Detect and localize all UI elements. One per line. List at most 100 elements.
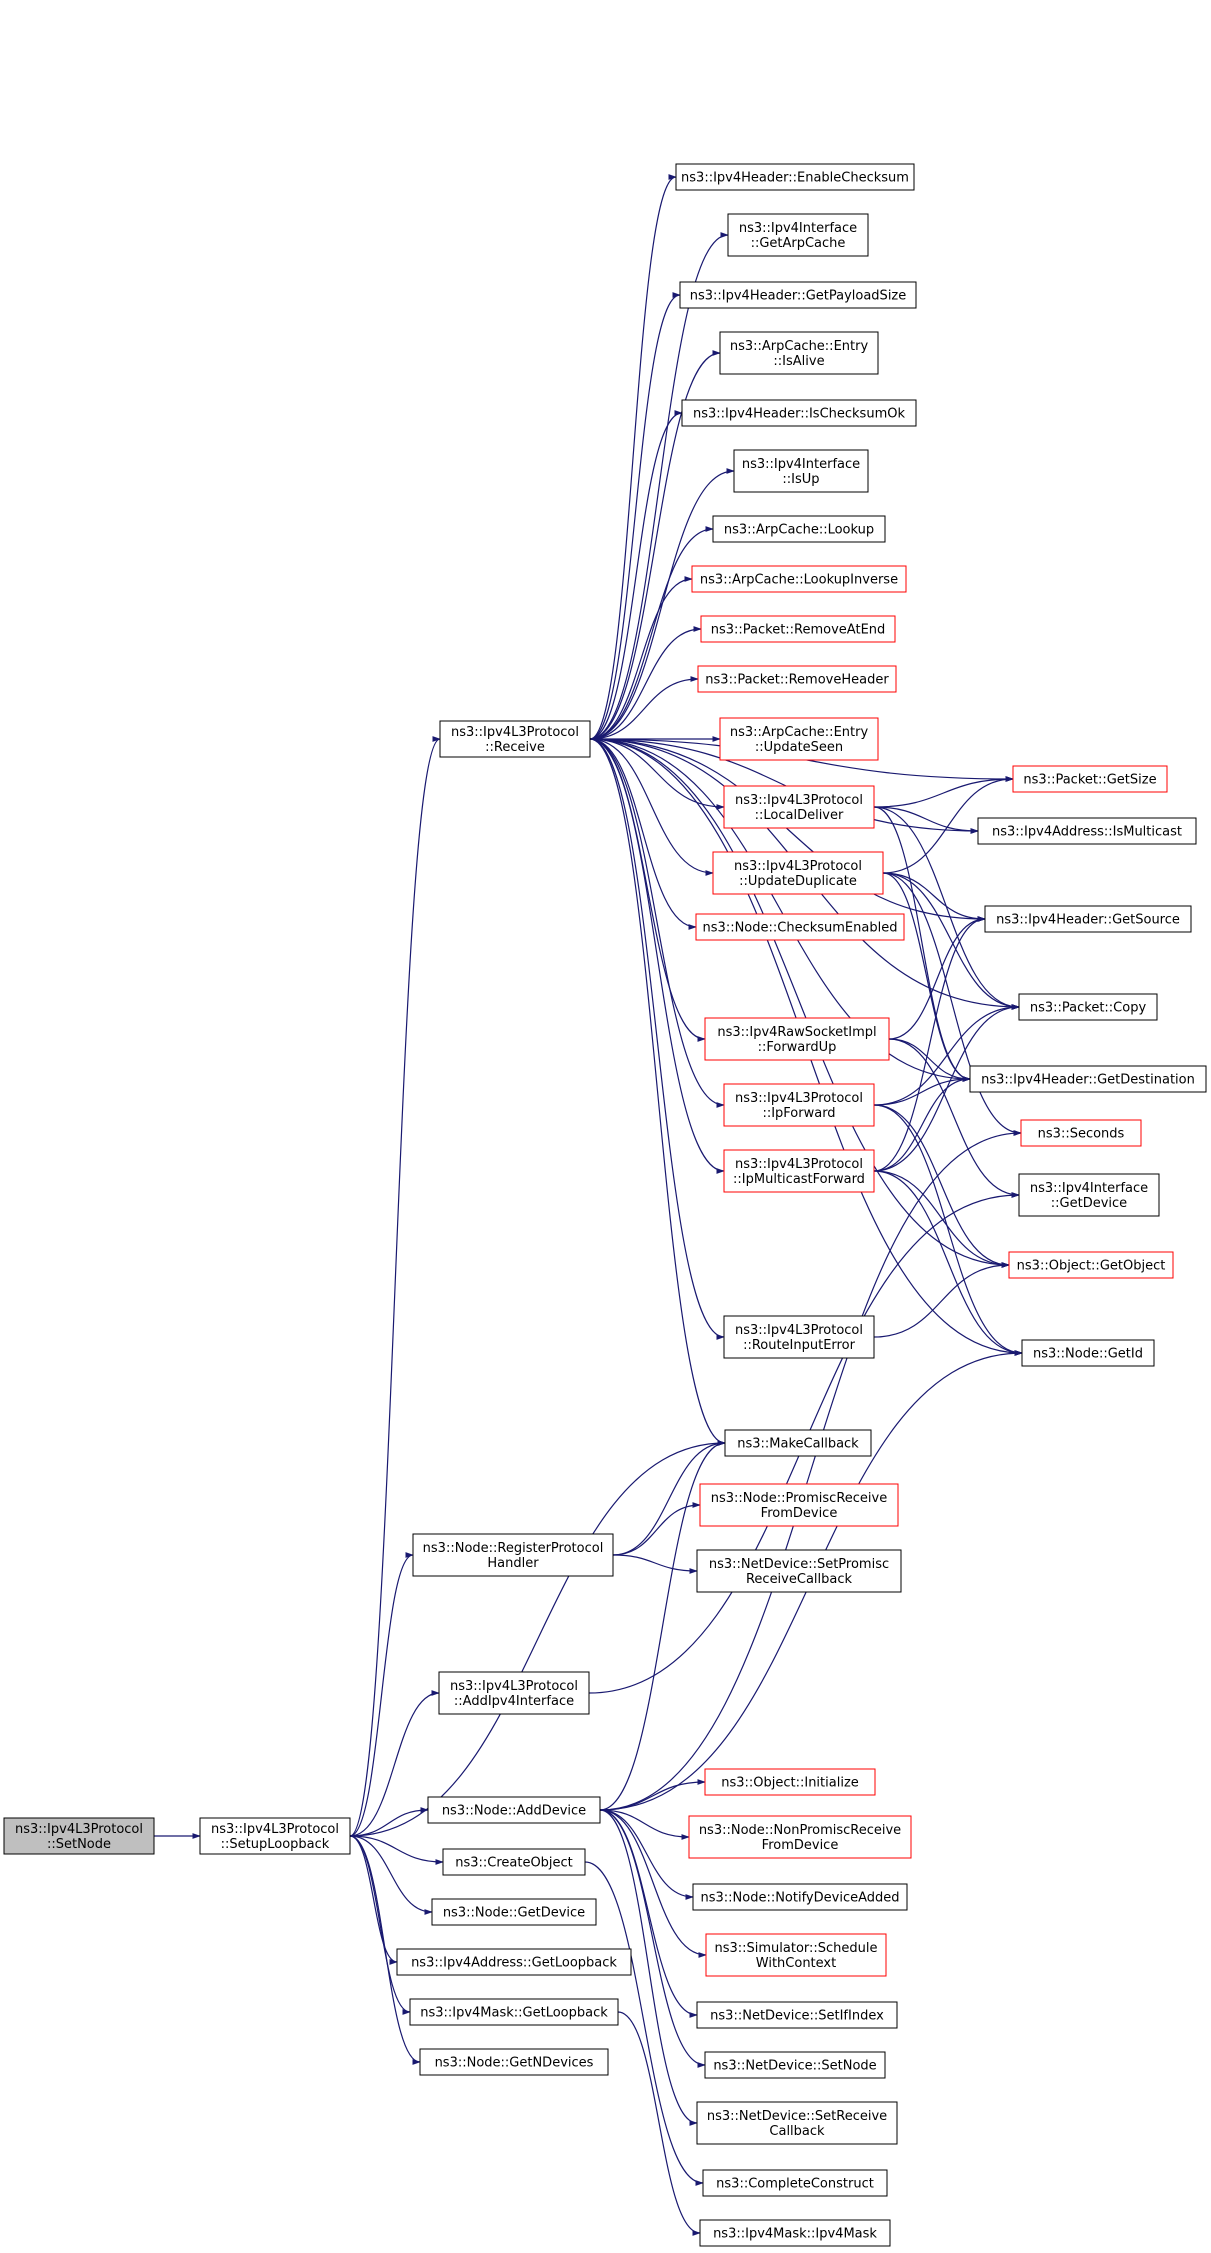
node-routeerr[interactable]: ns3::Ipv4L3Protocol::RouteInputError [723, 1315, 875, 1359]
node-box[interactable] [409, 1998, 619, 2026]
node-box[interactable] [412, 1533, 614, 1577]
node-notifyadd[interactable]: ns3::Node::NotifyDeviceAdded [692, 1883, 908, 1911]
node-getobject[interactable]: ns3::Object::GetObject [1008, 1251, 1174, 1279]
node-ismcast[interactable]: ns3::Ipv4Address::IsMulticast [977, 817, 1197, 845]
node-getsize[interactable]: ns3::Packet::GetSize [1012, 765, 1168, 793]
node-box[interactable] [431, 1898, 597, 1926]
node-box[interactable] [723, 1315, 875, 1359]
node-box[interactable] [723, 1149, 875, 1193]
node-getndev[interactable]: ns3::Node::GetNDevices [419, 2048, 609, 2076]
node-makecb[interactable]: ns3::MakeCallback [724, 1429, 872, 1457]
node-enablechk[interactable]: ns3::Ipv4Header::EnableChecksum [675, 163, 915, 191]
node-getpayload[interactable]: ns3::Ipv4Header::GetPayloadSize [679, 281, 917, 309]
node-isup[interactable]: ns3::Ipv4Interface::IsUp [733, 449, 869, 493]
node-removehdr[interactable]: ns3::Packet::RemoveHeader [697, 665, 897, 693]
node-removeatend[interactable]: ns3::Packet::RemoveAtEnd [700, 615, 896, 643]
node-ischkok[interactable]: ns3::Ipv4Header::IsChecksumOk [681, 399, 917, 427]
node-createobj[interactable]: ns3::CreateObject [442, 1848, 586, 1876]
node-addifc[interactable]: ns3::Ipv4L3Protocol::AddIpv4Interface [438, 1671, 590, 1715]
node-box[interactable] [704, 1768, 876, 1796]
node-updatedup[interactable]: ns3::Ipv4L3Protocol::UpdateDuplicate [712, 851, 884, 895]
node-setpromisc[interactable]: ns3::NetDevice::SetPromiscReceiveCallbac… [696, 1549, 902, 1593]
node-box[interactable] [719, 331, 879, 375]
node-maskloop[interactable]: ns3::Ipv4Mask::GetLoopback [409, 1998, 619, 2026]
node-getarpcache[interactable]: ns3::Ipv4Interface::GetArpCache [727, 213, 869, 257]
node-setuploop[interactable]: ns3::Ipv4L3Protocol::SetupLoopback [199, 1817, 351, 1855]
node-box[interactable] [700, 615, 896, 643]
node-box[interactable] [1020, 1119, 1142, 1147]
node-box[interactable] [1008, 1251, 1174, 1279]
node-box[interactable] [691, 565, 907, 593]
node-ipmcast[interactable]: ns3::Ipv4L3Protocol::IpMulticastForward [723, 1149, 875, 1193]
node-setnode[interactable]: ns3::Ipv4L3Protocol::SetNode [3, 1817, 155, 1855]
node-setifindex[interactable]: ns3::NetDevice::SetIfIndex [696, 2001, 898, 2029]
node-box[interactable] [419, 2048, 609, 2076]
node-box[interactable] [1021, 1339, 1155, 1367]
node-box[interactable] [679, 281, 917, 309]
node-lookupinv[interactable]: ns3::ArpCache::LookupInverse [691, 565, 907, 593]
node-pcopy[interactable]: ns3::Packet::Copy [1018, 993, 1158, 1021]
node-isalive[interactable]: ns3::ArpCache::Entry::IsAlive [719, 331, 879, 375]
node-box[interactable] [723, 785, 875, 829]
node-box[interactable] [1018, 993, 1158, 1021]
node-box[interactable] [704, 2051, 886, 2079]
node-box[interactable] [719, 717, 879, 761]
node-box[interactable] [692, 1883, 908, 1911]
node-nodegetid[interactable]: ns3::Node::GetId [1021, 1339, 1155, 1367]
node-box[interactable] [733, 449, 869, 493]
node-box[interactable] [696, 2001, 898, 2029]
node-objinit[interactable]: ns3::Object::Initialize [704, 1768, 876, 1796]
node-box[interactable] [696, 2101, 898, 2145]
node-box[interactable] [699, 2219, 891, 2247]
node-forwardup[interactable]: ns3::Ipv4RawSocketImpl::ForwardUp [704, 1017, 890, 1061]
node-ipforward[interactable]: ns3::Ipv4L3Protocol::IpForward [723, 1083, 875, 1127]
node-seconds[interactable]: ns3::Seconds [1020, 1119, 1142, 1147]
node-box[interactable] [969, 1065, 1207, 1093]
node-box[interactable] [723, 1083, 875, 1127]
node-box[interactable] [705, 1933, 887, 1977]
node-box[interactable] [697, 665, 897, 693]
node-box[interactable] [977, 817, 1197, 845]
node-localdeliver[interactable]: ns3::Ipv4L3Protocol::LocalDeliver [723, 785, 875, 829]
node-box[interactable] [688, 1815, 912, 1859]
node-adddevice[interactable]: ns3::Node::AddDevice [427, 1796, 601, 1824]
node-box[interactable] [438, 1671, 590, 1715]
node-nodegetdevice[interactable]: ns3::Node::GetDevice [431, 1898, 597, 1926]
node-ifgetdevice[interactable]: ns3::Ipv4Interface::GetDevice [1018, 1173, 1160, 1217]
node-box[interactable] [681, 399, 917, 427]
node-updateseen[interactable]: ns3::ArpCache::Entry::UpdateSeen [719, 717, 879, 761]
node-box[interactable] [984, 905, 1192, 933]
node-chkenabled[interactable]: ns3::Node::ChecksumEnabled [695, 913, 905, 941]
node-box[interactable] [695, 913, 905, 941]
node-box[interactable] [1012, 765, 1168, 793]
node-getsource[interactable]: ns3::Ipv4Header::GetSource [984, 905, 1192, 933]
node-lookup[interactable]: ns3::ArpCache::Lookup [712, 515, 886, 543]
node-getdest[interactable]: ns3::Ipv4Header::GetDestination [969, 1065, 1207, 1093]
node-box[interactable] [427, 1796, 601, 1824]
node-box[interactable] [442, 1848, 586, 1876]
node-box[interactable] [704, 1017, 890, 1061]
node-completecons[interactable]: ns3::CompleteConstruct [702, 2169, 888, 2197]
node-box[interactable] [727, 213, 869, 257]
node-box[interactable] [439, 720, 591, 758]
node-box[interactable] [699, 1483, 899, 1527]
node-box[interactable] [702, 2169, 888, 2197]
node-maskctor[interactable]: ns3::Ipv4Mask::Ipv4Mask [699, 2219, 891, 2247]
node-box[interactable] [1018, 1173, 1160, 1217]
node-box[interactable] [199, 1817, 351, 1855]
node-box[interactable] [712, 515, 886, 543]
node-box[interactable] [675, 163, 915, 191]
node-setnodedev[interactable]: ns3::NetDevice::SetNode [704, 2051, 886, 2079]
node-box[interactable] [396, 1948, 632, 1976]
node-box[interactable] [3, 1817, 155, 1855]
node-receive[interactable]: ns3::Ipv4L3Protocol::Receive [439, 720, 591, 758]
node-box[interactable] [712, 851, 884, 895]
node-box[interactable] [724, 1429, 872, 1457]
node-box[interactable] [696, 1549, 902, 1593]
node-addrloop[interactable]: ns3::Ipv4Address::GetLoopback [396, 1948, 632, 1976]
